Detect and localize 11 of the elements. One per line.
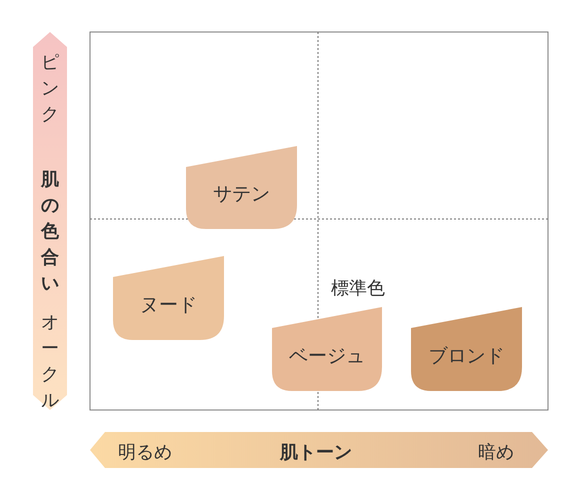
axis-label: 明るめ (118, 441, 172, 464)
shade-swatch: ヌード (113, 256, 224, 340)
axis-label: ピンク (40, 51, 60, 127)
axis-label: 肌トーン (280, 441, 352, 464)
axis-label: オークル (40, 311, 60, 413)
shade-swatch: ベージュ (272, 307, 382, 391)
annotation-text: 標準色 (331, 277, 385, 300)
axis-label: 肌の色合い (40, 168, 60, 296)
shade-swatch: ブロンド (411, 307, 522, 391)
shade-swatch: サテン (186, 146, 297, 229)
axis-label: 暗め (478, 441, 514, 464)
